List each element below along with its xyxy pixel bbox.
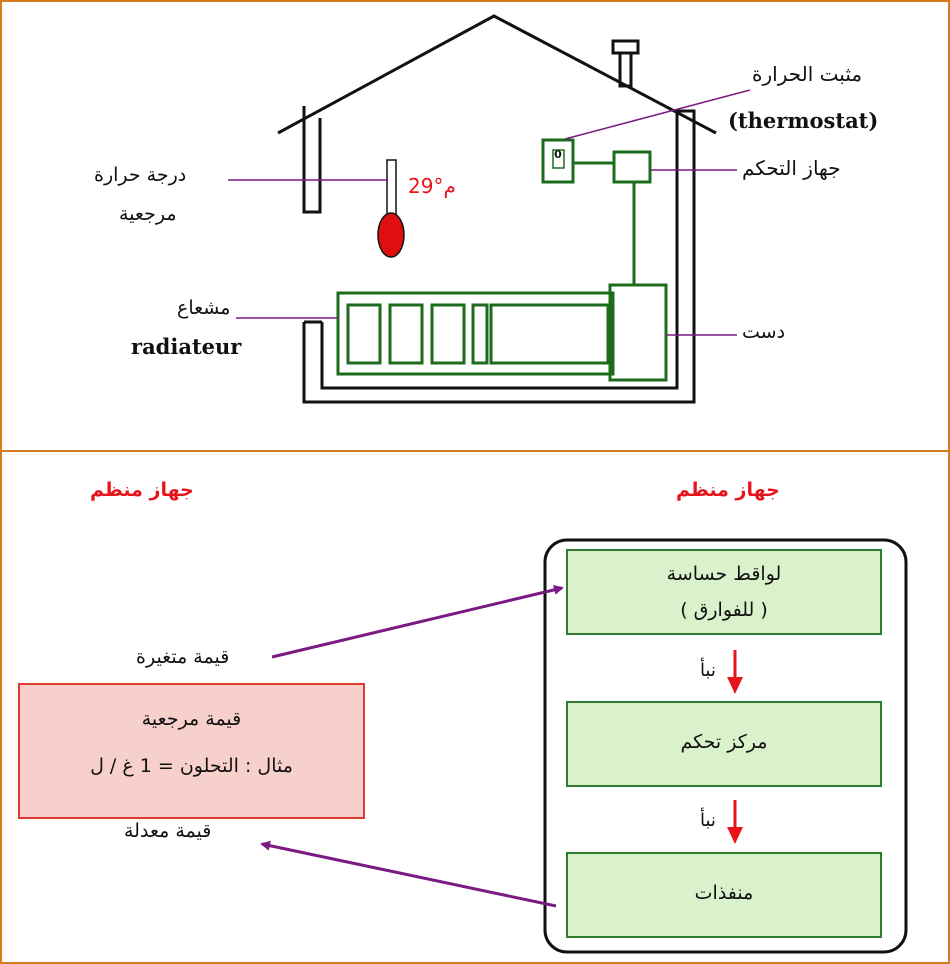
reference-value-label: قيمة مرجعية — [141, 708, 242, 730]
reference-example: مثال : التحلون = 1 غ / ل — [90, 755, 293, 777]
radiator — [336, 291, 615, 376]
boiler-label: دست — [742, 321, 786, 343]
temperature-reading: 29°م — [408, 174, 456, 198]
actuators-label: منفذات — [694, 882, 754, 904]
radiator-label-fr: radiateur — [131, 334, 242, 359]
controller-box — [612, 150, 652, 184]
signal-arrow-1 — [727, 650, 743, 694]
house — [277, 14, 717, 404]
adjusted-value-arrow — [260, 840, 557, 908]
control-circuit — [541, 138, 652, 285]
thermostat-label-fr: (thermostat) — [728, 108, 879, 133]
control-center-label: مركز تحكم — [680, 731, 768, 753]
ref-temp-label-line1: درجة حرارة — [94, 164, 187, 186]
adjusted-value-label: قيمة معدلة — [124, 820, 212, 842]
sensors-box — [566, 549, 882, 635]
variable-value-arrow — [271, 584, 564, 659]
temperature-unit: °م — [433, 174, 456, 198]
thermometer — [377, 159, 405, 258]
control-center-box — [566, 701, 882, 787]
signal-label-2: نبأ — [700, 810, 716, 831]
chimney — [611, 39, 640, 88]
variable-value-label: قيمة متغيرة — [136, 646, 230, 668]
signal-arrow-2 — [727, 800, 743, 844]
reference-value-box — [18, 683, 365, 819]
controller-label: جهاز التحكم — [742, 156, 841, 180]
signal-label-1: نبأ — [700, 660, 716, 681]
boiler-box — [608, 283, 668, 382]
regulator-frame — [543, 538, 908, 954]
thermostat-display: 0 — [554, 148, 562, 161]
left-title: جهاز منظم — [90, 479, 194, 501]
leader-lines-top — [228, 89, 751, 336]
radiator-label-ar: مشعاع — [177, 297, 231, 319]
right-title: جهاز منظم — [676, 479, 780, 501]
thermostat-label-ar: مثبت الحرارة — [752, 62, 863, 86]
sensors-label-line1: لواقط حساسة — [666, 563, 782, 585]
actuators-box — [566, 852, 882, 938]
ref-temp-label-line2: مرجعية — [119, 203, 177, 225]
temperature-value: 29 — [408, 174, 434, 198]
sensors-label-line2: ( للفوارق ) — [680, 599, 768, 621]
